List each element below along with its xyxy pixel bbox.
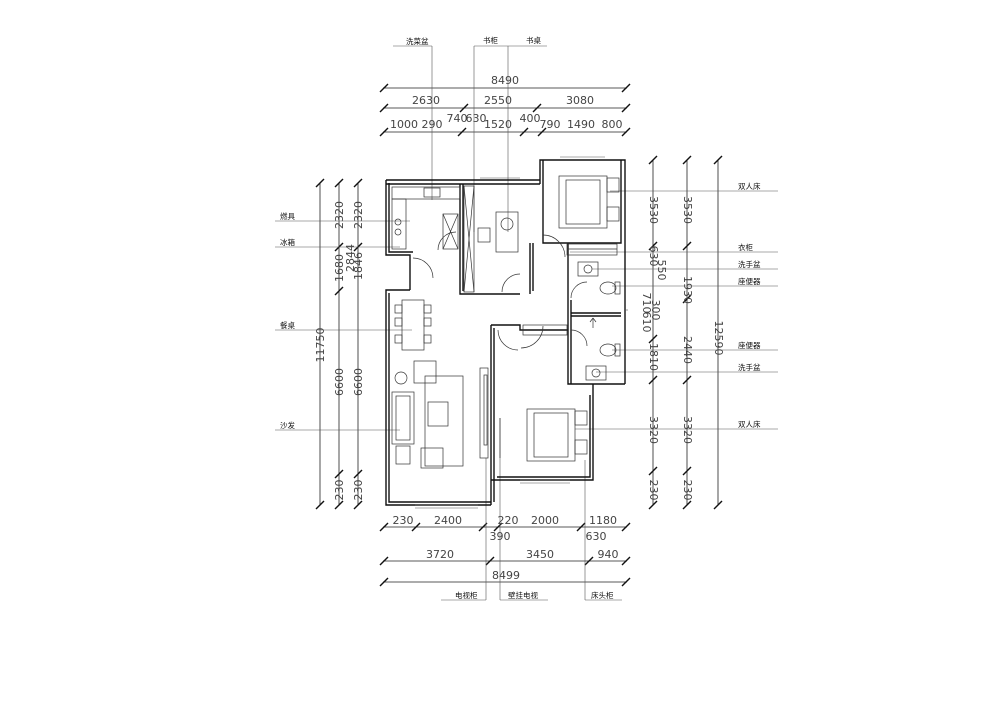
right-leaders (570, 190, 778, 430)
label-wash-basin: 洗菜盆 (406, 36, 429, 46)
left-dimension-lines (315, 178, 363, 510)
dim-bottom-1-a: 230 (393, 514, 414, 527)
dim-right-1-c: 550 (655, 260, 668, 281)
dim-left-3-a: 2320 (352, 201, 365, 229)
dim-right-1-a: 3530 (647, 196, 660, 224)
dim-top-2-c: 3080 (566, 94, 594, 107)
dim-bottom-1-e: 1180 (589, 514, 617, 527)
dim-bottom-1b-b: 630 (586, 530, 607, 543)
dim-left-2-d: 230 (333, 480, 346, 501)
living-furniture (391, 360, 501, 469)
windows (415, 156, 628, 509)
study-furniture (463, 185, 519, 293)
top-leaders (393, 45, 547, 232)
dim-top-3-a: 1000 (390, 118, 418, 131)
dim-top-2-b: 2550 (484, 94, 512, 107)
dim-left-2-a: 2320 (333, 201, 346, 229)
dim-top-3-d: 630 (466, 112, 487, 125)
label-bookcase: 书柜 (483, 35, 498, 45)
dim-top-3-f: 400 (520, 112, 541, 125)
dim-left-3-d: 6600 (352, 368, 365, 396)
bathroom-fixtures (577, 261, 621, 381)
label-sofa: 沙发 (280, 420, 295, 430)
dim-top-2-a: 2630 (412, 94, 440, 107)
dining-furniture (394, 299, 432, 351)
dim-right-1-g: 1810 (647, 343, 660, 371)
dim-bottom-1-d: 2000 (531, 514, 559, 527)
label-desk: 书桌 (526, 35, 541, 45)
kitchen-fixtures (391, 186, 461, 250)
label-double-bed-1: 双人床 (738, 181, 761, 191)
dim-right-2-e: 230 (681, 480, 694, 501)
label-basin-2: 洗手盆 (738, 362, 761, 372)
dim-top-3-e: 1520 (484, 118, 512, 131)
dim-right-1-i: 230 (647, 480, 660, 501)
dim-top-3-i: 800 (602, 118, 623, 131)
dim-left-2-c: 6600 (333, 368, 346, 396)
bedroom-1-furniture (558, 175, 620, 256)
dim-right-1-e: 300 (649, 300, 662, 321)
dim-right-2-a: 3530 (681, 196, 694, 224)
label-nightstand: 床头柜 (591, 590, 614, 600)
label-wall-tv: 壁挂电视 (508, 590, 538, 600)
dim-top-3-c: 740 (447, 112, 468, 125)
dim-total-width: 8490 (491, 74, 519, 87)
dim-left-3-b: 2844 (344, 244, 357, 272)
dim-total-bottom: 8499 (492, 569, 520, 582)
label-fridge: 冰箱 (280, 237, 295, 247)
dim-bottom-2-c: 940 (598, 548, 619, 561)
dim-bottom-2-a: 3720 (426, 548, 454, 561)
dim-right-2-b: 1930 (681, 276, 694, 304)
dim-left-3-c: 1846 (352, 252, 365, 280)
bottom-dimension-lines (379, 522, 631, 587)
bottom-leaders (441, 418, 622, 601)
label-toilet-1: 座便器 (738, 276, 761, 286)
dim-bottom-1-b: 2400 (434, 514, 462, 527)
label-toilet-2: 座便器 (738, 340, 761, 350)
walls (385, 159, 626, 506)
dim-right-1-h: 3320 (647, 416, 660, 444)
dim-right-1-f: 610 (640, 312, 653, 333)
label-basin-1: 洗手盆 (738, 259, 761, 269)
dim-right-2-d: 3320 (681, 416, 694, 444)
label-dining-table: 餐桌 (280, 320, 295, 330)
dim-top-3-h: 1490 (567, 118, 595, 131)
dim-left-total: 11750 (314, 328, 327, 363)
right-dimension-lines (648, 155, 723, 510)
label-double-bed-2: 双人床 (738, 419, 761, 429)
label-stove: 燃具 (280, 211, 295, 221)
dim-left-2-b: 1680 (333, 254, 346, 282)
dim-bottom-2-b: 3450 (526, 548, 554, 561)
dim-right-total: 12590 (712, 321, 725, 356)
dim-right-1-d: 710 (640, 293, 653, 314)
dim-top-3-g: 790 (540, 118, 561, 131)
label-tv-cabinet: 电视柜 (455, 590, 478, 600)
dim-right-1-b: 630 (647, 246, 660, 267)
dim-bottom-1-c: 220 (498, 514, 519, 527)
top-dimension-lines (379, 83, 631, 137)
dim-left-3-e: 230 (352, 480, 365, 501)
label-wardrobe: 衣柜 (738, 242, 753, 252)
bedroom-2-furniture (522, 324, 588, 462)
